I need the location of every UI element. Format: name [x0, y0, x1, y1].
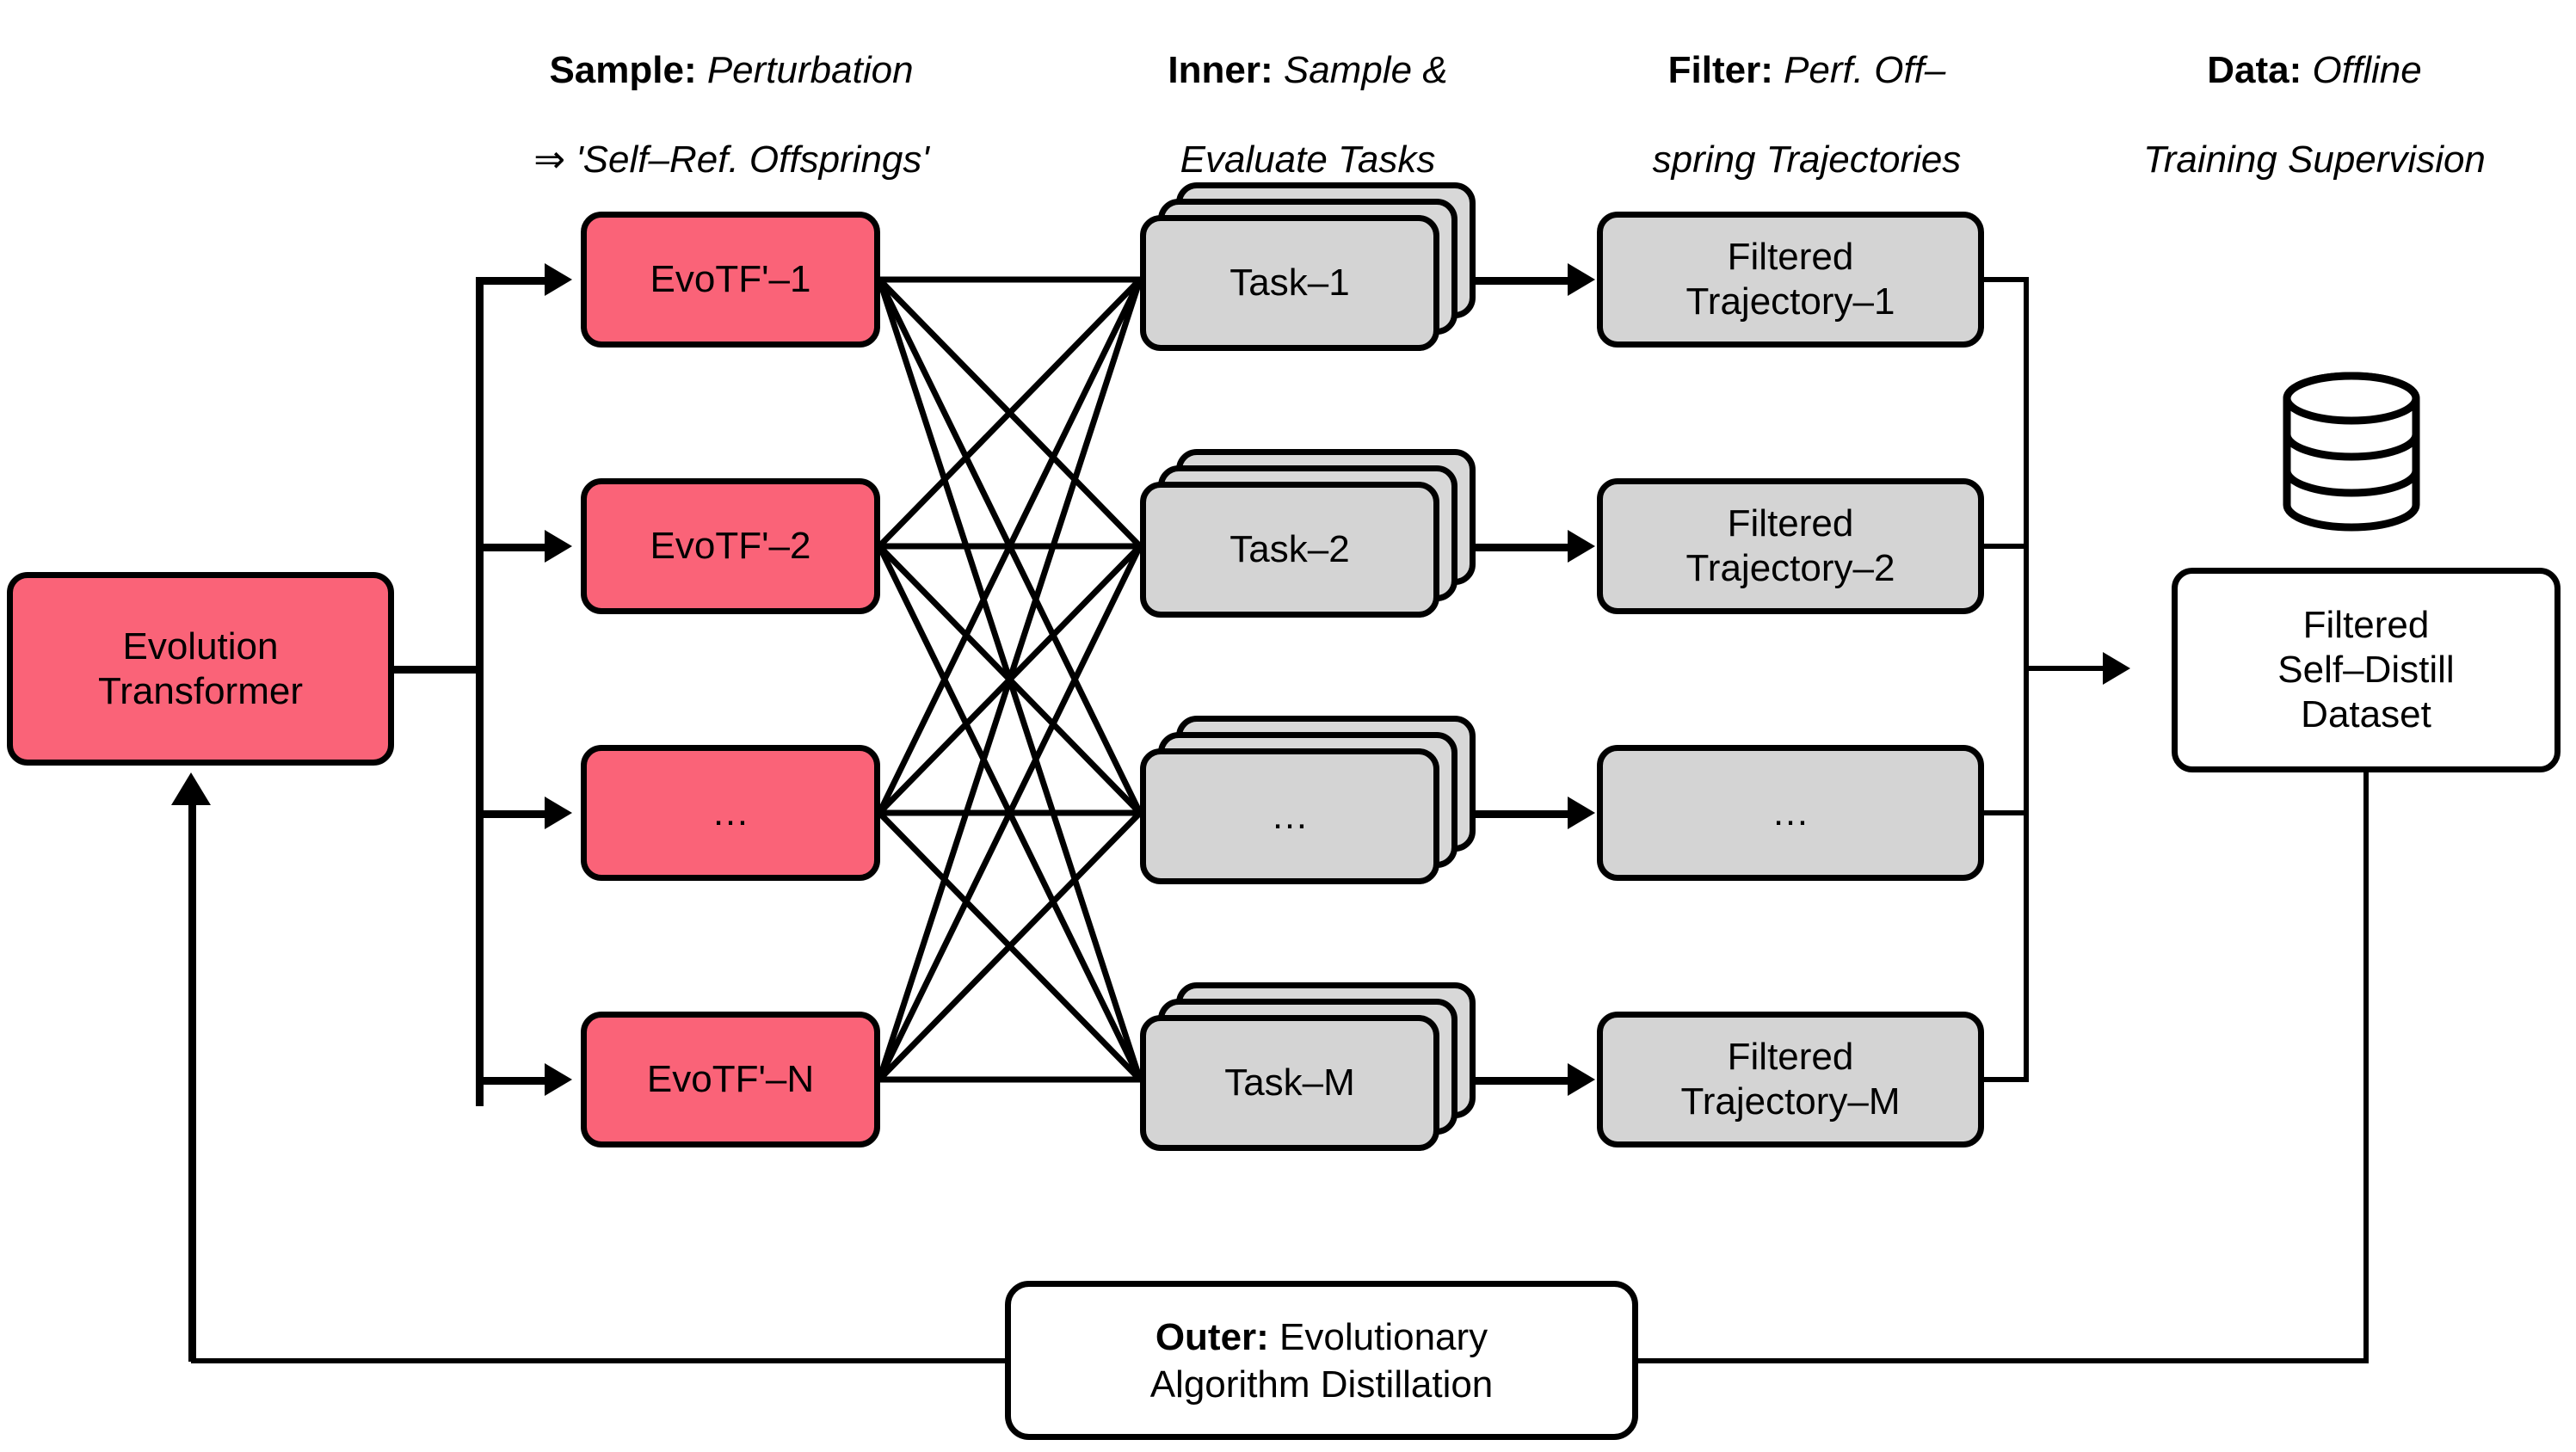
node-evolution-transformer-label: Evolution Transformer — [98, 624, 303, 712]
node-trajectory-3-label: … — [1772, 791, 1809, 834]
edge-bus-to-offspring-3 — [476, 810, 552, 818]
node-trajectory-2-label: Filtered Trajectory–2 — [1685, 502, 1895, 589]
column-header-sample: Sample: Perturbation ⇒ 'Self–Ref. Offspr… — [430, 3, 1032, 182]
arrowhead-trajectory-3 — [1568, 797, 1595, 829]
edge-task-1-to-trajectory-1 — [1463, 277, 1575, 285]
arrowhead-evolution-transformer-feedback — [171, 772, 211, 805]
node-offspring-4[interactable]: EvoTF'–N — [581, 1012, 880, 1147]
arrowhead-offspring-2 — [545, 530, 572, 563]
node-outer-line2: Algorithm Distillation — [1149, 1363, 1494, 1406]
edge-trajectory-4-to-collect-bus — [1979, 1077, 2029, 1082]
column-header-data-line2: Training Supervision — [2143, 138, 2486, 181]
edge-trajectory-2-to-collect-bus — [1979, 544, 2029, 549]
column-header-data-rest: Offline — [2302, 48, 2422, 91]
node-outer-bold: Outer: — [1155, 1315, 1269, 1358]
node-offspring-1-label: EvoTF'–1 — [650, 258, 811, 301]
node-evolution-transformer[interactable]: Evolution Transformer — [7, 572, 394, 766]
node-task-1-label: Task–1 — [1229, 261, 1350, 305]
node-task-2[interactable]: Task–2 — [1140, 482, 1439, 618]
edge-trajectory-1-to-collect-bus — [1979, 277, 2029, 282]
database-icon — [2283, 372, 2420, 532]
arrowhead-trajectory-1 — [1568, 263, 1595, 296]
edge-collect-bus-to-dataset — [2024, 666, 2110, 671]
node-trajectory-4[interactable]: Filtered Trajectory–M — [1597, 1012, 1984, 1147]
edge-task-3-to-trajectory-3 — [1463, 810, 1575, 818]
task-stack-1: Task–1 — [1140, 182, 1484, 380]
node-trajectory-3[interactable]: … — [1597, 745, 1984, 881]
node-trajectory-4-label: Filtered Trajectory–M — [1680, 1036, 1901, 1123]
node-offspring-3-label: … — [712, 791, 749, 834]
node-task-3-label: … — [1271, 795, 1309, 838]
node-trajectory-1[interactable]: Filtered Trajectory–1 — [1597, 212, 1984, 348]
node-trajectory-1-label: Filtered Trajectory–1 — [1685, 236, 1895, 323]
column-header-sample-line1: Sample: Perturbation — [549, 49, 913, 91]
arrowhead-trajectory-2 — [1568, 530, 1595, 563]
node-offspring-2-label: EvoTF'–2 — [650, 525, 811, 568]
collect-bus-vertical — [2024, 277, 2029, 1082]
edge-bus-to-offspring-4 — [476, 1077, 552, 1085]
column-header-data-bold: Data: — [2207, 48, 2302, 91]
column-header-data: Data: Offline Training Supervision — [2056, 3, 2573, 182]
node-task-2-label: Task–2 — [1229, 528, 1350, 571]
edge-bus-to-offspring-1 — [476, 277, 552, 285]
edge-source-to-bus — [394, 666, 484, 674]
edge-dataset-down — [2363, 772, 2369, 1361]
column-header-sample-bold: Sample: — [549, 48, 697, 91]
column-header-inner-bold: Inner: — [1168, 48, 1273, 91]
node-filtered-self-distill-dataset-label: Filtered Self–Distill Dataset — [2277, 604, 2455, 735]
column-header-filter: Filter: Perf. Off– spring Trajectories — [1540, 3, 2074, 182]
column-header-inner-rest: Sample & — [1273, 48, 1448, 91]
column-header-data-line1: Data: Offline — [2207, 49, 2421, 91]
column-header-inner: Inner: Sample & Evaluate Tasks — [1058, 3, 1557, 182]
edge-task-2-to-trajectory-2 — [1463, 544, 1575, 551]
arrowhead-offspring-1 — [545, 263, 572, 296]
node-offspring-4-label: EvoTF'–N — [646, 1058, 815, 1101]
node-filtered-self-distill-dataset[interactable]: Filtered Self–Distill Dataset — [2172, 568, 2561, 772]
node-outer-evolutionary-algorithm-distillation[interactable]: Outer: Evolutionary Algorithm Distillati… — [1005, 1281, 1638, 1440]
task-stack-3: … — [1140, 716, 1484, 914]
node-offspring-1[interactable]: EvoTF'–1 — [581, 212, 880, 348]
edge-return-up — [188, 804, 196, 1362]
arrowhead-offspring-4 — [545, 1063, 572, 1096]
node-offspring-3[interactable]: … — [581, 745, 880, 881]
node-task-4-label: Task–M — [1224, 1061, 1355, 1104]
edge-outer-to-return-left — [191, 1358, 1005, 1363]
column-header-sample-line2: ⇒ 'Self–Ref. Offsprings' — [533, 138, 929, 181]
edge-bus-to-offspring-2 — [476, 544, 552, 551]
arrowhead-offspring-3 — [545, 797, 572, 829]
task-stack-2: Task–2 — [1140, 449, 1484, 647]
column-header-filter-bold: Filter: — [1667, 48, 1773, 91]
edge-trajectory-3-to-collect-bus — [1979, 810, 2029, 815]
arrowhead-trajectory-4 — [1568, 1063, 1595, 1096]
node-task-3[interactable]: … — [1140, 748, 1439, 884]
arrowhead-dataset — [2103, 652, 2130, 685]
column-header-inner-line2: Evaluate Tasks — [1180, 138, 1436, 181]
node-outer-text: Outer: Evolutionary Algorithm Distillati… — [1150, 1314, 1494, 1408]
column-header-filter-line1: Filter: Perf. Off– — [1668, 49, 1946, 91]
column-header-filter-line2: spring Trajectories — [1652, 138, 1962, 181]
fanout-bus-vertical — [476, 277, 484, 1106]
edge-return-to-outer-right — [1636, 1358, 2369, 1363]
column-header-filter-rest: Perf. Off– — [1772, 48, 1946, 91]
node-task-1[interactable]: Task–1 — [1140, 215, 1439, 351]
node-offspring-2[interactable]: EvoTF'–2 — [581, 478, 880, 614]
node-outer-rest: Evolutionary — [1268, 1315, 1488, 1358]
node-trajectory-2[interactable]: Filtered Trajectory–2 — [1597, 478, 1984, 614]
column-header-inner-line1: Inner: Sample & — [1168, 49, 1447, 91]
task-stack-4: Task–M — [1140, 982, 1484, 1180]
column-header-sample-rest: Perturbation — [696, 48, 914, 91]
node-task-4[interactable]: Task–M — [1140, 1015, 1439, 1151]
edge-task-4-to-trajectory-4 — [1463, 1077, 1575, 1085]
